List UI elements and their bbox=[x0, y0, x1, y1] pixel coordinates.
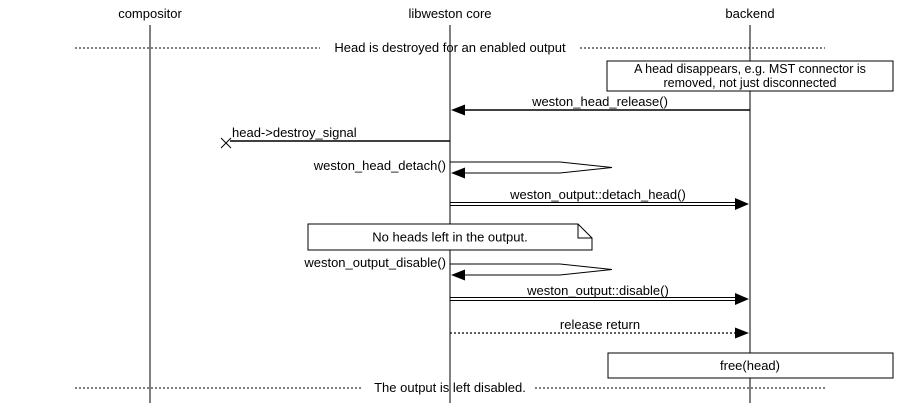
actor-label-libweston-core: libweston core bbox=[408, 6, 491, 21]
note-head-disappears-line2: removed, not just disconnected bbox=[663, 76, 836, 90]
note-head-disappears-box bbox=[606, 60, 894, 92]
message-head-release-label: weston_head_release() bbox=[531, 94, 668, 109]
arrowhead-left-icon bbox=[451, 104, 465, 116]
note-free-head-box bbox=[607, 352, 894, 379]
self-message-output-disable-label: weston_output_disable() bbox=[303, 255, 446, 270]
self-message-head-detach-label: weston_head_detach() bbox=[313, 158, 446, 173]
message-destroy-signal-label: head->destroy_signal bbox=[232, 125, 357, 140]
arrowhead-right-icon bbox=[735, 293, 749, 305]
note-free-head-label: free(head) bbox=[720, 358, 780, 373]
arrowhead-right-icon bbox=[735, 327, 749, 339]
note-no-heads-box bbox=[307, 223, 593, 251]
lost-message-cross-icon bbox=[220, 137, 232, 149]
note-head-disappears-line1: A head disappears, e.g. MST connector is bbox=[634, 62, 866, 76]
actor-label-compositor: compositor bbox=[118, 6, 182, 21]
arrowhead-right-icon bbox=[735, 198, 749, 210]
message-detach-head-label: weston_output::detach_head() bbox=[509, 187, 686, 202]
top-divider-label: Head is destroyed for an enabled output bbox=[334, 40, 566, 55]
self-message-head-detach-loop bbox=[450, 161, 613, 174]
actor-label-backend: backend bbox=[725, 6, 774, 21]
arrowhead-left-icon bbox=[451, 167, 465, 179]
bottom-divider-label: The output is left disabled. bbox=[374, 380, 526, 395]
note-no-heads-label: No heads left in the output. bbox=[372, 230, 527, 245]
message-disable-label: weston_output::disable() bbox=[526, 283, 669, 298]
note-fold-icon bbox=[577, 224, 592, 239]
self-message-output-disable-loop bbox=[450, 263, 613, 276]
message-release-return-label: release return bbox=[560, 317, 640, 332]
arrowhead-left-icon bbox=[451, 269, 465, 281]
